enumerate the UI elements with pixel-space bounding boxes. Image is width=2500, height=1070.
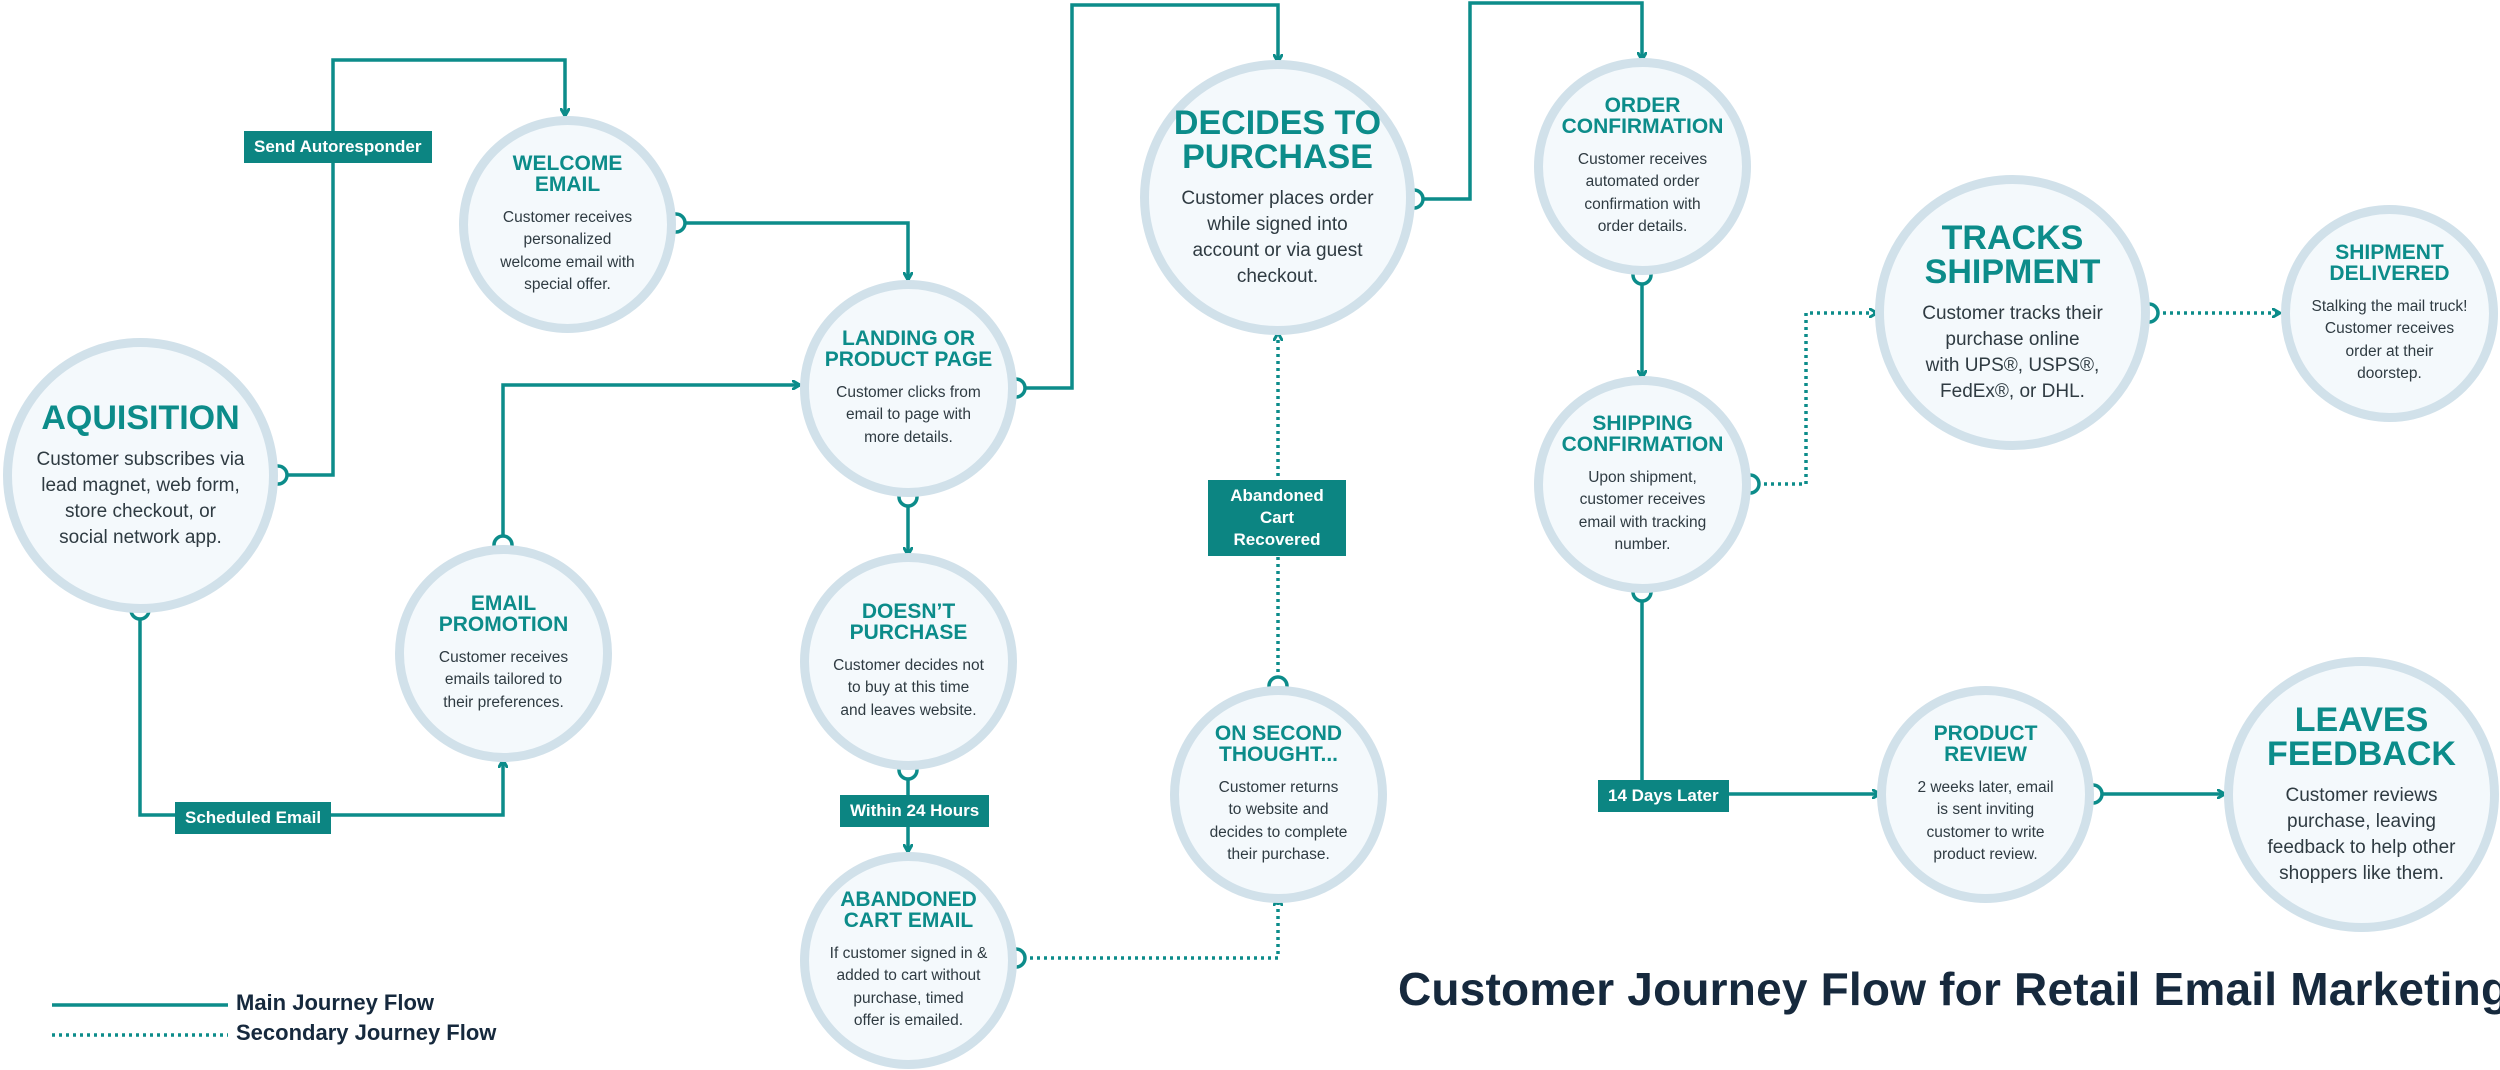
node-shipping-confirmation-desc: Upon shipment, customer receives email w… (1578, 468, 1707, 554)
tag-14-days-later: 14 Days Later (1598, 780, 1729, 812)
node-abandoned-cart-email-title: ABANDONED CART EMAIL (840, 887, 977, 932)
node-email-promotion: EMAIL PROMOTION Customer receives emails… (395, 545, 612, 762)
connector-welcome-to-landing (676, 221, 908, 280)
node-tracks-shipment-title: TRACKS SHIPMENT (1924, 218, 2101, 291)
node-order-confirmation: ORDER CONFIRMATION Customer receives aut… (1534, 58, 1751, 275)
node-landing-page-title: LANDING OR PRODUCT PAGE (824, 326, 993, 371)
node-shipment-delivered-title: SHIPMENT DELIVERED (2329, 240, 2450, 285)
node-shipping-confirmation-title: SHIPPING CONFIRMATION (1561, 411, 1724, 456)
node-aquisition: AQUISITION Customer subscribes via lead … (3, 338, 278, 613)
node-order-confirmation-desc: Customer receives automated order confir… (1577, 150, 1708, 236)
node-shipment-delivered-desc: Stalking the mail truck! Customer receiv… (2311, 297, 2468, 383)
node-aquisition-title: AQUISITION (41, 398, 240, 437)
node-welcome-email: WELCOME EMAIL Customer receives personal… (459, 116, 676, 333)
node-aquisition-desc: Customer subscribes via lead magnet, web… (36, 448, 245, 548)
node-email-promotion-title: EMAIL PROMOTION (438, 591, 569, 636)
tag-send-autoresponder: Send Autoresponder (244, 131, 432, 163)
node-leaves-feedback: LEAVES FEEDBACK Customer reviews purchas… (2224, 657, 2499, 932)
legend-secondary-swatch (52, 1033, 228, 1037)
node-tracks-shipment-desc: Customer tracks their purchase online wi… (1922, 302, 2103, 402)
page-title: Customer Journey Flow for Retail Email M… (1398, 963, 2500, 1015)
node-doesnt-purchase-desc: Customer decides not to buy at this time… (833, 656, 984, 719)
node-welcome-email-desc: Customer receives personalized welcome e… (500, 208, 635, 294)
node-email-promotion-desc: Customer receives emails tailored to the… (438, 648, 569, 711)
node-order-confirmation-title: ORDER CONFIRMATION (1561, 93, 1724, 138)
node-abandoned-cart-email-desc: If customer signed in & added to cart wi… (829, 944, 988, 1030)
node-decides-to-purchase-desc: Customer places order while signed into … (1181, 187, 1374, 287)
node-landing-page: LANDING OR PRODUCT PAGE Customer clicks … (800, 280, 1017, 497)
node-on-second-thought: ON SECOND THOUGHT... Customer returns to… (1170, 686, 1387, 903)
connector-shipping-to-tracks (1750, 313, 1877, 486)
node-leaves-feedback-desc: Customer reviews purchase, leaving feedb… (2267, 784, 2456, 884)
connector-decides-to-order (1414, 1, 1642, 201)
node-tracks-shipment: TRACKS SHIPMENT Customer tracks their pu… (1875, 175, 2150, 450)
node-welcome-email-title: WELCOME EMAIL (512, 151, 623, 196)
tag-abandoned-cart-recovered: Abandoned Cart Recovered (1208, 480, 1346, 556)
connector-promotion-to-landing (501, 385, 800, 545)
node-decides-to-purchase: DECIDES TO PURCHASE Customer places orde… (1140, 60, 1415, 335)
node-product-review: PRODUCT REVIEW 2 weeks later, email is s… (1877, 686, 2094, 903)
connector-shipping-to-review (1640, 592, 1880, 794)
node-product-review-title: PRODUCT REVIEW (1933, 721, 2038, 766)
node-doesnt-purchase-title: DOESN’T PURCHASE (849, 599, 968, 644)
connector-abandoned-to-second (1016, 898, 1278, 960)
node-shipment-delivered: SHIPMENT DELIVERED Stalking the mail tru… (2281, 205, 2498, 422)
legend-secondary-label: Secondary Journey Flow (236, 1020, 497, 1045)
node-product-review-desc: 2 weeks later, email is sent inviting cu… (1917, 778, 2054, 864)
connector-aquisition-to-welcome (278, 58, 565, 477)
tag-scheduled-email: Scheduled Email (175, 802, 332, 834)
node-landing-page-desc: Customer clicks from email to page with … (836, 383, 981, 446)
tag-within-24-hours: Within 24 Hours (840, 795, 990, 827)
node-shipping-confirmation: SHIPPING CONFIRMATION Upon shipment, cus… (1534, 376, 1751, 593)
legend-main-swatch (52, 1003, 228, 1007)
node-abandoned-cart-email: ABANDONED CART EMAIL If customer signed … (800, 852, 1017, 1069)
node-leaves-feedback-title: LEAVES FEEDBACK (2267, 700, 2456, 773)
node-decides-to-purchase-title: DECIDES TO PURCHASE (1173, 103, 1382, 176)
node-on-second-thought-title: ON SECOND THOUGHT... (1214, 721, 1343, 766)
node-on-second-thought-desc: Customer returns to website and decides … (1209, 778, 1348, 864)
node-doesnt-purchase: DOESN’T PURCHASE Customer decides not to… (800, 553, 1017, 770)
legend-main-label: Main Journey Flow (236, 990, 435, 1015)
connector-landing-to-decides (1016, 3, 1278, 390)
